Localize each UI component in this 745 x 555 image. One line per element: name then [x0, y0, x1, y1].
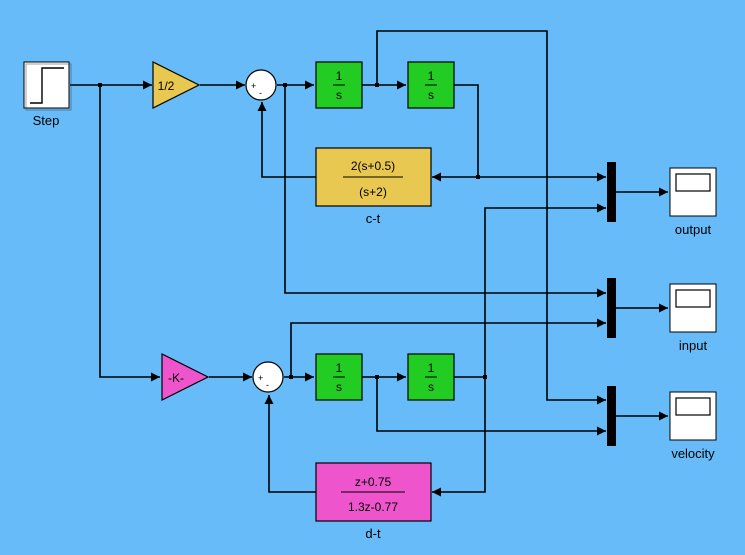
- wire-ct-feedback[interactable]: [257, 102, 316, 178]
- sum-bottom-minus: -: [266, 380, 269, 390]
- integrator-3[interactable]: 1 s: [315, 353, 363, 401]
- wire-int4-to-mux1[interactable]: [484, 203, 606, 377]
- wire-top-velocity-to-mux3[interactable]: [376, 30, 606, 405]
- dt-transfer-fcn-block[interactable]: z+0.75 1.3z-0.77: [315, 462, 432, 522]
- integrator-4-den: s: [428, 380, 434, 394]
- wire-top-error-to-mux2[interactable]: [284, 85, 606, 298]
- integrator-1[interactable]: 1 s: [315, 61, 363, 109]
- scope-input-label: input: [679, 338, 708, 353]
- scope-output[interactable]: [669, 167, 717, 217]
- scope-output-label: output: [675, 222, 712, 237]
- mux-output[interactable]: [607, 162, 616, 222]
- dt-denominator: 1.3z-0.77: [348, 500, 398, 514]
- integrator-1-den: s: [336, 88, 342, 102]
- gain-bottom-block[interactable]: -K-: [161, 353, 210, 401]
- sum-bottom-plus: +: [258, 373, 263, 383]
- wire-bottom-error-to-mux2[interactable]: [290, 318, 606, 377]
- integrator-3-num: 1: [336, 361, 343, 375]
- step-label: Step: [33, 113, 60, 128]
- mux-velocity[interactable]: [607, 386, 616, 446]
- dt-numerator: z+0.75: [355, 475, 392, 489]
- integrator-2-den: s: [428, 88, 434, 102]
- sum-top-minus: -: [259, 88, 262, 98]
- integrator-3-den: s: [336, 380, 342, 394]
- gain-top-block[interactable]: 1/2: [152, 61, 201, 109]
- branch-points: [98, 83, 487, 379]
- integrator-2-num: 1: [428, 69, 435, 83]
- mux-input[interactable]: [607, 278, 616, 338]
- sum-top-plus: +: [251, 81, 256, 91]
- sum-top-block[interactable]: + -: [245, 69, 277, 101]
- ct-numerator: 2(s+0.5): [351, 159, 395, 173]
- integrator-1-num: 1: [336, 69, 343, 83]
- wire-int2-output[interactable]: [454, 84, 606, 182]
- scope-velocity-label: velocity: [671, 446, 715, 461]
- ct-transfer-fcn-block[interactable]: 2(s+0.5) (s+2): [315, 147, 432, 207]
- integrator-2[interactable]: 1 s: [407, 61, 455, 109]
- integrator-4[interactable]: 1 s: [407, 353, 455, 401]
- scope-input[interactable]: [669, 283, 717, 333]
- ct-label: c-t: [366, 211, 381, 226]
- dt-label: d-t: [365, 526, 381, 541]
- sum-bottom-block[interactable]: + -: [252, 361, 284, 393]
- wire-dt-feedback[interactable]: [264, 395, 316, 493]
- scope-velocity[interactable]: [669, 391, 717, 441]
- integrator-4-num: 1: [428, 361, 435, 375]
- gain-top-text: 1/2: [158, 79, 175, 93]
- wire-step-to-gain-bottom[interactable]: [99, 85, 160, 382]
- ct-denominator: (s+2): [359, 185, 387, 199]
- wire-int4-to-dt[interactable]: [432, 377, 486, 497]
- wire-bottom-velocity-to-mux3[interactable]: [376, 377, 606, 436]
- step-block[interactable]: [23, 61, 72, 111]
- gain-bottom-text: -K-: [168, 371, 184, 385]
